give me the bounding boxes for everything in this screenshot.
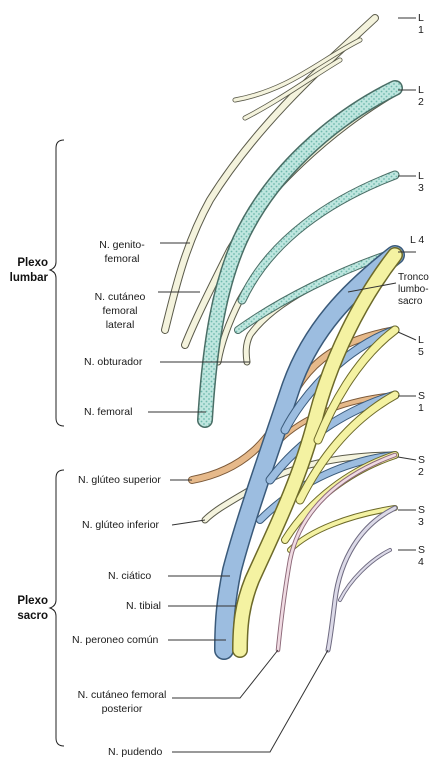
genitofemoral-nerve (165, 18, 375, 330)
lumbar-title-line1: Plexo (6, 256, 48, 271)
root-label-l1: L 1 (418, 12, 430, 36)
trunk-line1: Tronco (398, 272, 429, 284)
root-label-s2: S 2 (418, 454, 430, 478)
posterior-femoral-cutaneous-label: N. cutáneo femoral posterior (72, 688, 172, 716)
root-label-l2: L 2 (418, 84, 430, 108)
inferior-gluteal-label: N. glúteo inferior (82, 518, 159, 532)
lumbosacral-trunk-label: Tronco lumbo- sacro (398, 272, 429, 308)
sacral-title-line1: Plexo (6, 594, 48, 609)
lumbar-title-line2: lumbar (6, 271, 48, 286)
pfc-line2: posterior (72, 702, 172, 716)
sacral-plexus-title: Plexo sacro (6, 594, 48, 624)
sciatic-label: N. ciático (108, 569, 151, 583)
sacral-title-line2: sacro (6, 609, 48, 624)
trunk-line3: sacro (398, 296, 429, 308)
root-label-s3: S 3 (418, 504, 430, 528)
trunk-line2: lumbo- (398, 284, 429, 296)
genitofemoral-label: N. genito- femoral (84, 238, 160, 266)
obturator-label: N. obturador (84, 355, 142, 369)
lumbar-plexus-title: Plexo lumbar (6, 256, 48, 286)
root-label-s4: S 4 (418, 544, 430, 568)
sacral-brace (50, 470, 64, 746)
superior-gluteal-label: N. glúteo superior (78, 473, 161, 487)
pudendal-label: N. pudendo (108, 745, 162, 759)
lfc-line3: lateral (84, 318, 156, 332)
tibial-label: N. tibial (126, 599, 161, 613)
lfc-line1: N. cutáneo (84, 290, 156, 304)
lateral-femoral-cutaneous-label: N. cutáneo femoral lateral (84, 290, 156, 332)
root-label-l5: L 5 (418, 334, 430, 358)
common-peroneal-label: N. peroneo común (72, 633, 158, 647)
femoral-label: N. femoral (84, 405, 132, 419)
lfc-line2: femoral (84, 304, 156, 318)
root-label-s1: S 1 (418, 390, 430, 414)
iliohypogastric-branches (235, 40, 360, 118)
root-label-l3: L 3 (418, 170, 430, 194)
pudendal-nerve (328, 508, 395, 650)
lumbar-brace (50, 140, 64, 426)
pfc-line1: N. cutáneo femoral (72, 688, 172, 702)
genitofemoral-line2: femoral (84, 252, 160, 266)
genitofemoral-line1: N. genito- (84, 238, 160, 252)
root-label-l4: L 4 (410, 234, 424, 246)
